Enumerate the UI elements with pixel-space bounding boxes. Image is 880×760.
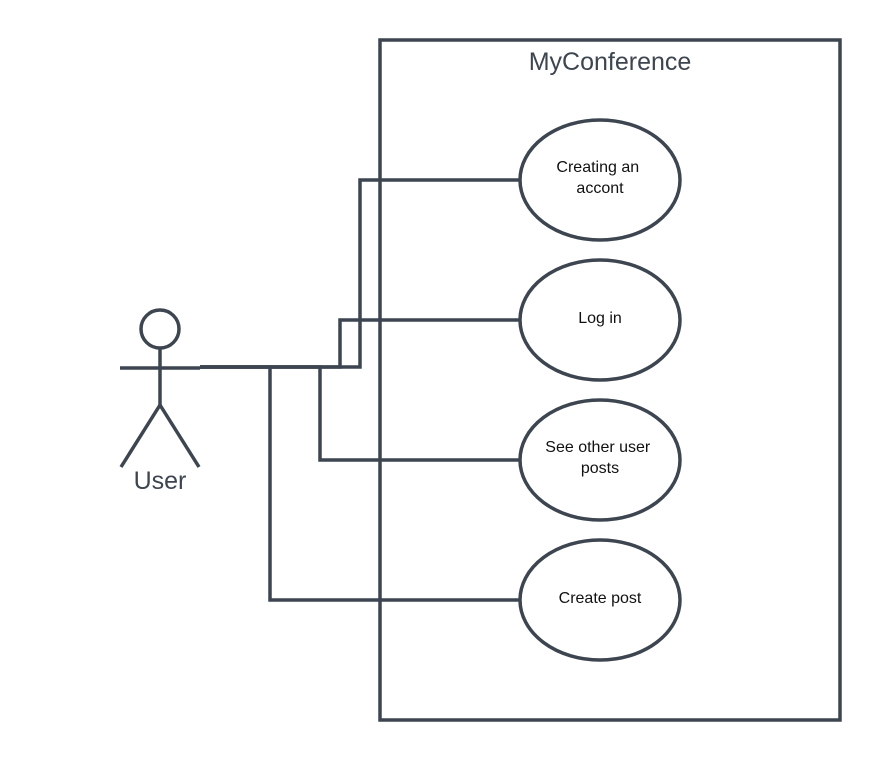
use-case-label-line: posts: [581, 460, 619, 477]
use-case-shape: [518, 398, 682, 522]
use-case-label-line: Create post: [559, 590, 642, 607]
use-case-label: Creating an accont: [556, 159, 643, 197]
system-title: MyConference: [529, 48, 692, 76]
use-case-shape: [518, 538, 682, 662]
use-case-shape: [518, 118, 682, 242]
use-case-see-other-user-posts[interactable]: See other user posts: [518, 398, 682, 522]
actor-right-leg: [158, 404, 201, 468]
association-line-create-post: [200, 365, 520, 602]
use-case-label-line: See other user: [545, 439, 651, 456]
use-case-label-line: accont: [576, 180, 624, 197]
use-case-label-line: Creating an: [556, 159, 639, 176]
use-cases: Creating an accont Log in See other user…: [518, 118, 682, 662]
use-case-log-in[interactable]: Log in: [518, 258, 682, 382]
actor-head: [139, 308, 181, 350]
actor-left-leg: [119, 404, 162, 468]
use-case-label: Create post: [559, 590, 642, 607]
use-case-label: Log in: [578, 310, 622, 327]
association-lines: [200, 178, 520, 602]
use-case-creating-account[interactable]: Creating an accont: [518, 118, 682, 242]
use-case-create-post[interactable]: Create post: [518, 538, 682, 662]
actor-label: User: [134, 467, 187, 495]
use-case-label-line: Log in: [578, 310, 622, 327]
use-case-label: See other user posts: [545, 439, 654, 477]
use-case-shape: [518, 258, 682, 382]
actor-user[interactable]: [119, 308, 201, 468]
